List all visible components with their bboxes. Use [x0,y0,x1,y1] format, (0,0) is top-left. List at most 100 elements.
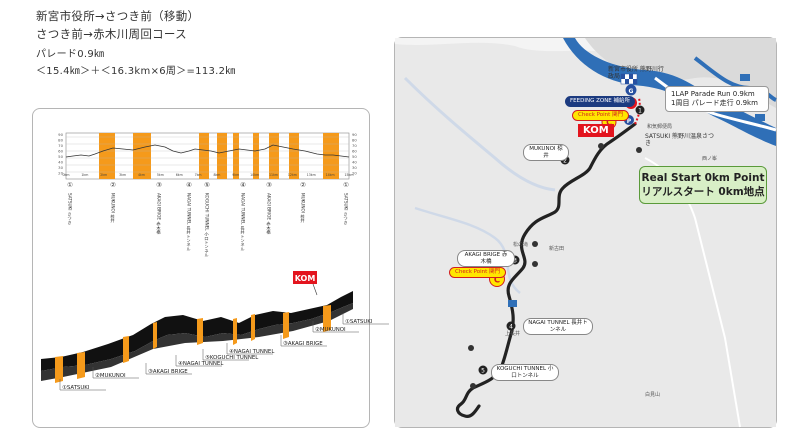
profile-3d-stripe [197,318,203,345]
km-tick: 2km [100,173,107,177]
y-tick-left: 70 [58,143,63,148]
km-tick: 14km [326,173,335,177]
map-point-marker [478,365,488,375]
profile-gridlines [66,136,349,173]
y-tick-right: 80 [352,138,357,143]
checkered-pattern [621,74,637,84]
point-label: NAGAI TUNNEL 長井トンネル [240,193,246,251]
km-tick: 3km [119,173,126,177]
koguchi-label: KOGUCHI TUNNEL 小口トンネル [491,364,559,381]
map-place-label: 白見山 [645,391,660,398]
profile-band [269,133,279,179]
map-place-label: 西ノ峯 [702,156,717,162]
check-point-label-2: Check Point 関門 [449,267,507,278]
map-point-number: 3 [513,258,517,265]
check-point-marker-1-text: C [606,118,612,127]
profile-band [323,133,339,179]
y-tick-right: 60 [352,149,357,154]
goal-marker [625,84,637,96]
km-tick: 4km [138,173,145,177]
step-label: ④NAGAI TUNNEL [229,349,274,355]
point-number: ④ [240,181,246,189]
km-tick: 12km [288,173,297,177]
y-tick-right: 40 [352,160,357,165]
point-number: ④ [186,181,192,189]
nagai-label: NAGAI TUNNEL 長井トンネル [523,318,593,335]
real-start-box: Real Start 0km Point リアルスタート 0km地点 [639,166,767,204]
river-tributary [403,76,556,192]
y-tick-right: 70 [352,143,357,148]
profile-3d-stripe [153,322,157,349]
profile-3d-stripe [323,305,331,332]
route-number-tag-2 [740,74,750,81]
profile-3d-stripe [251,314,255,341]
km-tick: 7km [195,173,202,177]
river-tributary-2 [414,206,521,294]
step-label: ④NAGAI TUNNEL [178,361,223,367]
profile-band [233,133,239,179]
profile-3d-stripe [55,356,63,383]
km-tick: 0km [63,173,70,177]
route-number-tag [508,300,517,307]
step-label: ③AKAGI BRIGE [148,369,188,375]
point-number: ① [343,181,349,189]
feeding-zone-label: FEEDING ZONE 補給所 [565,96,636,107]
title-line-2: さつき前→赤木川周回コース [36,27,187,41]
profile-3d-stripe [283,312,289,339]
real-start-line-1: Real Start 0km Point [641,172,765,184]
title-line-3: パレード0.9㎞ [36,49,105,60]
y-tick-left: 60 [58,149,63,154]
goal-marker-text: G [629,88,634,95]
kom-flag [293,271,317,284]
km-tick: 15km [344,173,353,177]
point-label: SATSUKI さつき [68,193,73,225]
point-label: SATSUKI さつき [344,193,349,225]
camera-icon [636,147,642,153]
point-number: ⑤ [204,181,210,189]
map-place-label: 松の滝 [513,241,528,248]
check-point-marker-2-text: C [494,276,500,286]
profile-3d-stripe [233,318,237,345]
point-label: KOGUCHI TUNNEL 小口トンネル [204,193,210,258]
parade-info-line-1: 1LAP Parade Run 0.9km [671,90,755,98]
route-number-tag-3 [755,114,765,121]
camera-icon [598,143,604,149]
y-tick-left: 20 [58,171,63,176]
check-point-label-1: Check Point 関門 [572,110,630,121]
km-tick: 9km [232,173,239,177]
mukunoi-label: MUKUNOI 椋井 [523,144,569,161]
profile-band [199,133,209,179]
point-number: ③ [156,181,162,189]
point-number: ② [110,181,116,189]
city-hall-label: 新宮市役所 熊野川行政局 [608,66,664,80]
akagi-label: AKAGI BRIGE 赤木橋 [457,250,515,267]
y-tick-left: 30 [58,165,63,170]
map-place-label: 新古田 [549,245,564,252]
map-place-label: 和気郵便局 [647,123,672,130]
point-label: MUKUNOI 椋井 [301,193,306,224]
point-label: AKAGI BRIGE 赤木橋 [156,193,162,235]
profile-band [99,133,115,179]
profile-band [289,133,299,179]
kom-flag-text: KOM [295,274,316,283]
profile-line [65,144,350,158]
step-label: ①SATSUKI [62,385,90,391]
parade-info-line-2: 1周目 パレード走行 0.9km [671,99,758,107]
km-tick: 8km [213,173,220,177]
map-point-number: 5 [481,368,485,375]
y-tick-right: 50 [352,154,357,159]
title-line-1: 新宮市役所→さつき前（移動） [36,9,200,23]
profile-3d-stripes [55,305,331,383]
map-point-number: 1 [638,108,642,115]
point-number: ③ [266,181,272,189]
y-tick-left: 80 [58,138,63,143]
parade-info-box: 1LAP Parade Run 0.9km 1周目 パレード走行 0.9km [665,86,769,112]
km-tick: 6km [176,173,183,177]
y-tick-left: 40 [58,160,63,165]
camera-icon [468,345,474,351]
camera-icon [532,241,538,247]
